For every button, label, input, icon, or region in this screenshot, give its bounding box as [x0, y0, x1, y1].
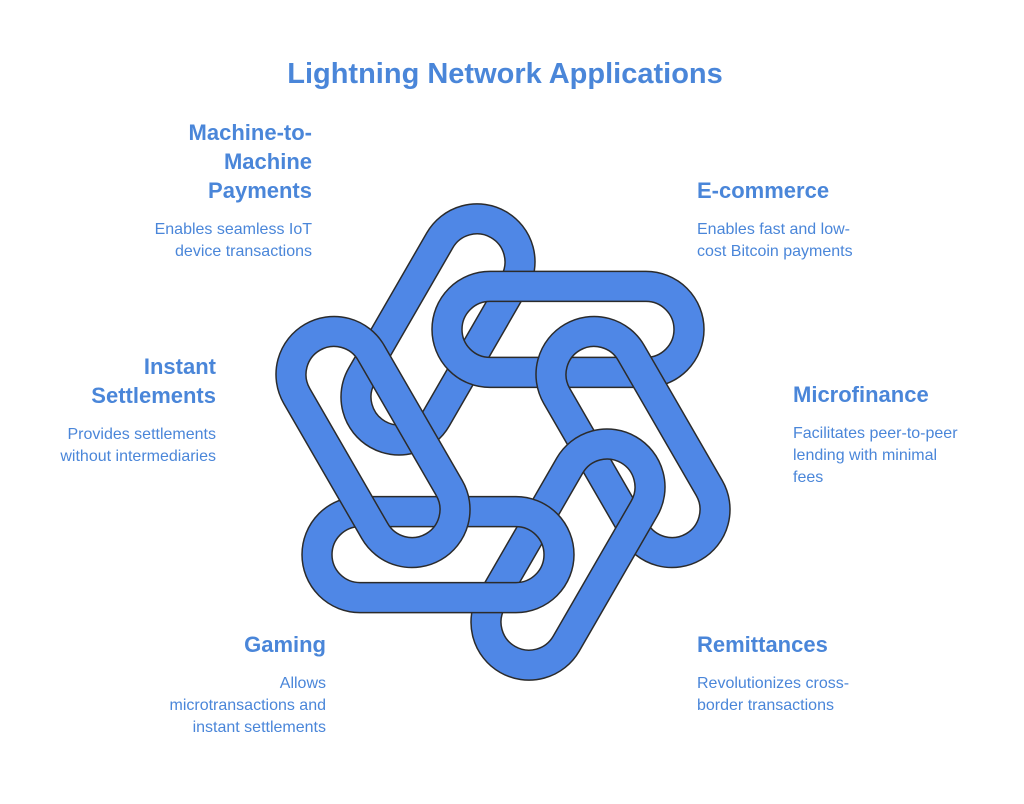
item-machine-to-machine: Machine-to- Machine Payments Enables sea…: [155, 118, 312, 263]
loops-group: [275, 203, 731, 681]
item-title-machine-to-machine: Machine-to- Machine Payments: [188, 120, 312, 203]
item-title-instant-settlements: Instant Settlements: [91, 354, 216, 408]
item-remittances: Remittances Revolutionizes cross- border…: [697, 630, 849, 717]
item-instant-settlements: Instant Settlements Provides settlements…: [60, 352, 216, 468]
item-title-gaming: Gaming: [244, 632, 326, 657]
item-desc-e-commerce: Enables fast and low- cost Bitcoin payme…: [697, 221, 853, 260]
item-desc-gaming: Allows microtransactions and instant set…: [169, 675, 326, 736]
item-gaming: Gaming Allows microtransactions and inst…: [169, 630, 326, 739]
page-title: Lightning Network Applications: [287, 58, 723, 90]
item-desc-machine-to-machine: Enables seamless IoT device transactions: [154, 221, 312, 260]
item-desc-microfinance: Facilitates peer-to-peer lending with mi…: [793, 425, 958, 486]
item-title-remittances: Remittances: [697, 632, 828, 657]
item-title-e-commerce: E-commerce: [697, 178, 830, 203]
item-microfinance: Microfinance Facilitates peer-to-peer le…: [793, 380, 958, 489]
loop-left: [275, 315, 471, 569]
item-title-microfinance: Microfinance: [793, 382, 929, 407]
item-desc-remittances: Revolutionizes cross- border transaction…: [697, 675, 850, 714]
loop-band-left: [275, 315, 471, 569]
item-e-commerce: E-commerce Enables fast and low- cost Bi…: [697, 176, 853, 263]
item-desc-instant-settlements: Provides settlements without intermediar…: [60, 426, 216, 465]
